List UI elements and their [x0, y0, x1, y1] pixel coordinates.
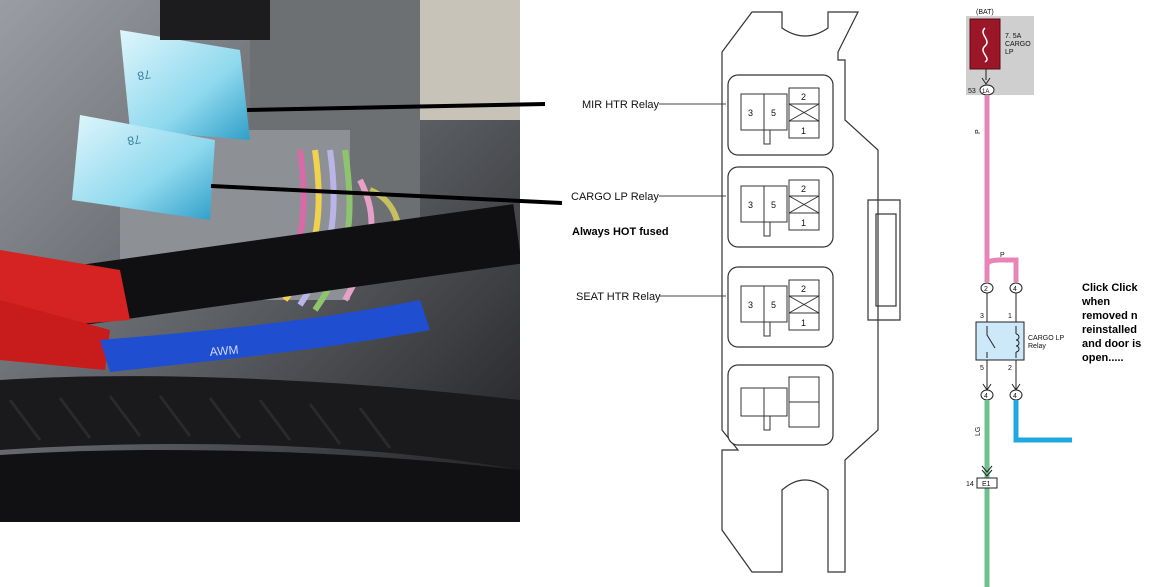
bat-label: (BAT)	[976, 9, 994, 16]
svg-text:LG: LG	[975, 427, 982, 436]
svg-text:4: 4	[984, 393, 988, 400]
fuse-upper: 78	[120, 30, 250, 140]
svg-text:78: 78	[136, 67, 152, 83]
pointer-line-cargo	[210, 184, 563, 205]
pointer-line-mir	[246, 102, 546, 112]
relay-photo: AWM 78 78	[0, 0, 520, 522]
svg-text:3: 3	[748, 300, 753, 310]
svg-text:1: 1	[801, 318, 806, 328]
svg-text:2: 2	[801, 184, 806, 194]
svg-text:CARGO LP: CARGO LP	[1028, 335, 1065, 342]
always-hot-annotation: Always HOT fused	[572, 226, 669, 238]
svg-text:7. 5A: 7. 5A	[1005, 33, 1022, 40]
click-note: Click Click when removed n reinstalled a…	[1082, 282, 1142, 364]
relay-slot-mir: 3 5 2 1	[727, 74, 834, 156]
svg-text:P: P	[1000, 252, 1005, 259]
svg-text:5: 5	[980, 365, 984, 372]
svg-text:3: 3	[748, 200, 753, 210]
relay-slot-seat: 3 5 2 1	[727, 266, 834, 348]
svg-text:1: 1	[801, 218, 806, 228]
svg-text:2: 2	[801, 284, 806, 294]
svg-text:5: 5	[771, 300, 776, 310]
svg-text:53: 53	[968, 88, 976, 95]
wire-print-text: AWM	[209, 343, 239, 359]
svg-text:3: 3	[980, 313, 984, 320]
svg-text:3: 3	[748, 108, 753, 118]
svg-text:1A: 1A	[982, 89, 989, 95]
cargo-lp-schematic: (BAT) 7. 5A CARGO LP 53 1A P P 2 4 3 1 C…	[966, 9, 1072, 587]
relay-slot-spare	[727, 364, 834, 446]
relay-label-cargo: CARGO LP Relay	[571, 191, 659, 203]
svg-text:1: 1	[801, 126, 806, 136]
svg-text:P: P	[975, 129, 982, 134]
svg-text:2: 2	[984, 286, 988, 293]
fuse-symbol	[969, 18, 1001, 70]
svg-text:78: 78	[126, 132, 142, 148]
svg-text:Relay: Relay	[1028, 343, 1046, 350]
cargo-lp-relay-symbol	[975, 321, 1025, 361]
svg-text:4: 4	[1013, 286, 1017, 293]
blue-wire	[1013, 400, 1072, 443]
svg-text:14: 14	[966, 481, 974, 488]
fuse-lower: 78	[72, 115, 215, 220]
relay-slot-cargo: 3 5 2 1	[727, 166, 834, 248]
svg-text:5: 5	[771, 200, 776, 210]
svg-text:2: 2	[801, 92, 806, 102]
svg-text:4: 4	[1013, 393, 1017, 400]
svg-text:LP: LP	[1005, 49, 1014, 56]
svg-text:2: 2	[1008, 365, 1012, 372]
svg-text:E1: E1	[982, 481, 991, 488]
svg-text:5: 5	[771, 108, 776, 118]
relay-block	[721, 11, 901, 573]
relay-photo-illustration: AWM 78 78	[0, 0, 520, 522]
relay-label-seat: SEAT HTR Relay	[576, 291, 661, 303]
relay-label-mir: MIR HTR Relay	[582, 99, 660, 111]
svg-text:CARGO: CARGO	[1005, 41, 1031, 48]
svg-text:1: 1	[1008, 313, 1012, 320]
